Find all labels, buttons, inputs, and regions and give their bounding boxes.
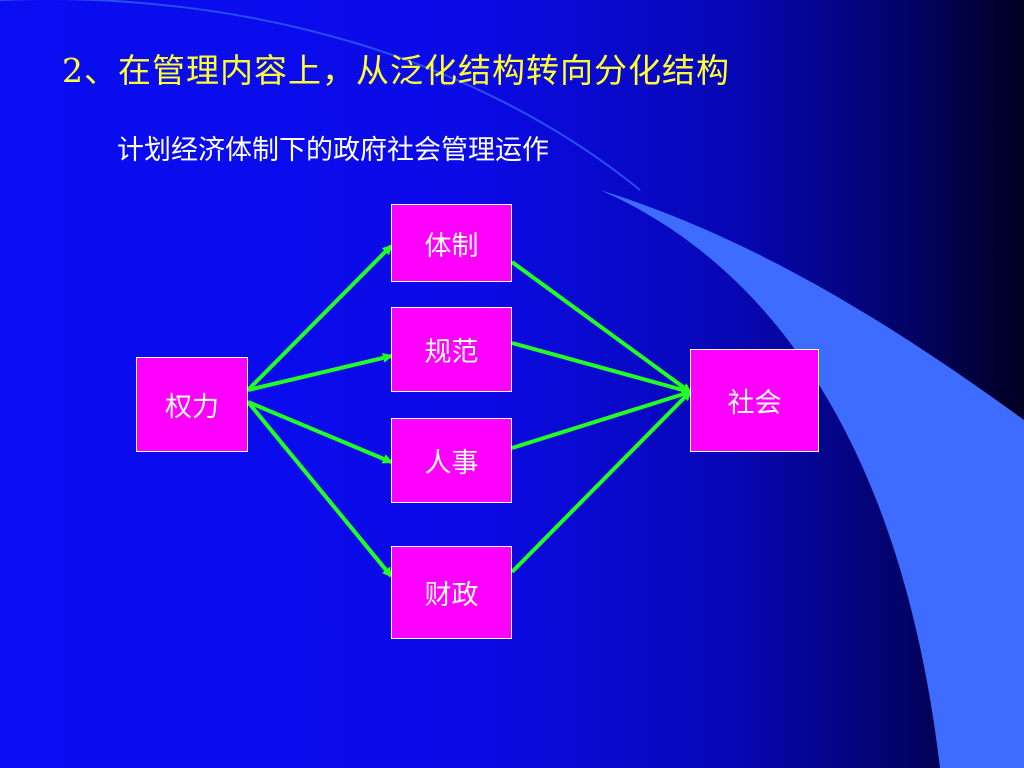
slide-title: 2、在管理内容上，从泛化结构转向分化结构 [62,51,730,90]
node-system: 体制 [391,204,512,282]
arrow-system-to-society [510,260,692,394]
node-personnel: 人事 [391,418,512,503]
arrow-power-to-norms [247,352,393,392]
node-society: 社会 [690,349,819,452]
arrow-power-to-personnel [247,400,393,464]
arrow-power-to-finance [246,400,393,578]
node-norms: 规范 [391,307,512,392]
slide-subtitle: 计划经济体制下的政府社会管理运作 [117,135,549,166]
arrow-power-to-system [246,244,393,392]
node-power: 权力 [136,357,248,452]
arrow-finance-to-society [510,390,692,574]
arrow-personnel-to-society [511,389,692,450]
arrow-norms-to-society [511,341,692,395]
node-finance: 财政 [391,546,512,639]
